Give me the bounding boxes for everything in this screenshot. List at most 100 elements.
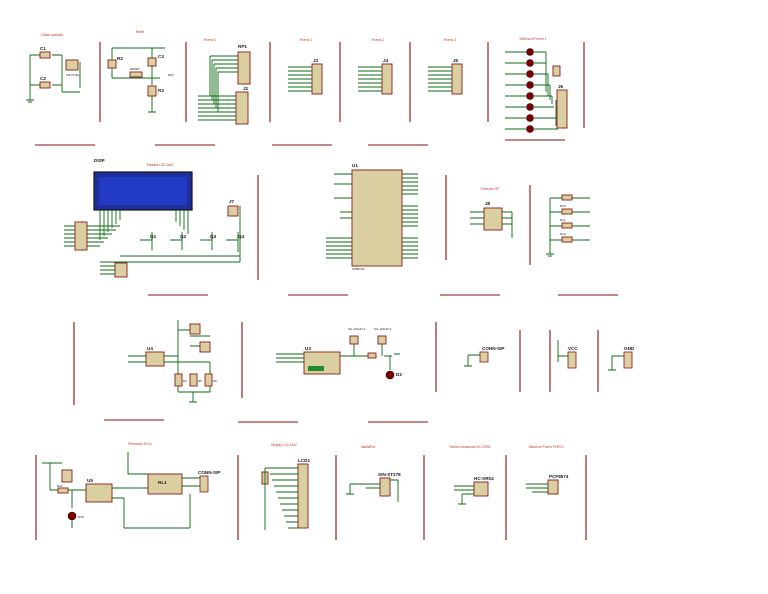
relay-driver xyxy=(85,483,113,503)
lcd-module: Pantalla LCD 16x2 DISP J7 Q1 Q2 Q3 Q4 xyxy=(64,158,245,278)
transistor-q4-label: Q4 xyxy=(238,234,245,239)
display7-ref-label: LCD1 xyxy=(298,458,310,463)
relay-led-label: D18 xyxy=(78,515,84,519)
relay-r-label: R22 xyxy=(57,484,63,488)
port1-connector xyxy=(311,63,323,95)
power-pins-module: CONN-SIP VCC GND xyxy=(464,340,635,371)
port3-connector xyxy=(451,63,463,95)
sonar-ref-label: HC-SR04 xyxy=(474,476,494,481)
reset-c3-label: C3 xyxy=(158,54,164,59)
port1-conn-label: J3 xyxy=(313,58,319,63)
leds-conn-label: J6 xyxy=(558,84,564,89)
capacitor-c2 xyxy=(39,81,51,89)
mcu-part-label: AT89C52 xyxy=(352,267,365,271)
lcd-j7-label: J7 xyxy=(229,199,235,204)
supply-ref-label: U4 xyxy=(147,346,153,351)
display-module: Display LCD 16x2 LCD1 xyxy=(261,443,310,530)
port0-connector xyxy=(235,91,249,125)
resistor-r4 xyxy=(174,373,183,387)
serial-module: Salida/Drv SIN-ST278 xyxy=(346,445,401,502)
port1-module: Puerto 1 J3 xyxy=(288,38,323,95)
port0-conn-label: J2 xyxy=(243,86,249,91)
crystal-component xyxy=(65,59,79,71)
port3-conn-label: J5 xyxy=(453,58,459,63)
mcu-module: U1 AT89C52 xyxy=(326,163,418,271)
port3-title: Puerto 3 xyxy=(444,38,456,42)
output-ref-label: PCF8574 xyxy=(549,474,569,479)
button-r12-label: R12 xyxy=(560,232,566,236)
port0-title: Puerto 0 xyxy=(204,38,216,42)
relay-resistor xyxy=(57,487,69,494)
capacitor-c1 xyxy=(39,51,51,59)
port2-title: Puerto 2 xyxy=(372,38,384,42)
isp-header-connector xyxy=(483,207,503,231)
transistor-q3-label: Q3 xyxy=(210,234,217,239)
lcd-ref-label: DISP xyxy=(94,158,105,163)
output-connector xyxy=(547,479,559,495)
resistor-r2 xyxy=(107,59,117,69)
vcc-label: VCC xyxy=(568,346,578,351)
port2-conn-label: J4 xyxy=(383,58,389,63)
reset-rst-label: RST xyxy=(168,73,174,77)
buttons-module: R10 R11 R12 xyxy=(546,194,590,257)
serial-connector xyxy=(379,477,391,497)
port1-title: Puerto 1 xyxy=(300,38,312,42)
resistor-r3 xyxy=(147,85,157,97)
relay-rl-label: RL1 xyxy=(158,480,167,485)
port0-rp1-label: RP1 xyxy=(238,44,247,49)
oscillator-c1-label: C1 xyxy=(40,46,46,51)
relay-conn-label: CONN-SIP xyxy=(198,470,220,475)
led-bar-module: Millions al Puerto 1 J6 xyxy=(505,37,568,133)
sonar-module: Sensor ultrasónico HC-SR04 HC-SR04 xyxy=(450,445,494,505)
capacitor-c3 xyxy=(147,57,157,67)
lcd-title: Pantalla LCD 16x2 xyxy=(147,163,174,167)
header-ref-label: J8 xyxy=(485,201,491,206)
leds-title: Millions al Puerto 1 xyxy=(520,37,547,41)
serial-ref-label: SIN-ST278 xyxy=(378,472,401,477)
output-module: Salida de Puerto PORT4 PCF8574 xyxy=(526,445,569,495)
sensor-label-2: SIL-100-02 3 xyxy=(374,327,392,331)
reset-module: Reset R2 C3 RESET R3 RST xyxy=(107,30,174,113)
resistor-pack-rp1 xyxy=(237,51,251,85)
port2-connector xyxy=(381,63,393,95)
sensor-ref-label: U3 xyxy=(305,346,311,351)
gnd-label: GND xyxy=(624,346,635,351)
oscillator-crystal-label: CRYSTAL xyxy=(66,73,80,77)
power-conn-label: CONN-SIP xyxy=(482,346,504,351)
port2-module: Puerto 2 J4 xyxy=(358,38,393,95)
sensor-label-1: SIL-100-02 2 xyxy=(348,327,366,331)
reset-r2-label: R2 xyxy=(117,56,123,61)
resistor-r5 xyxy=(189,373,198,387)
display7-title: Display LCD 16x2 xyxy=(271,443,297,447)
serial-title: Salida/Drv xyxy=(361,445,376,449)
oscillator-module: Cristal oscilador C1 C2 CRYSTAL xyxy=(26,33,81,103)
relay-title: Relevador 5V/1x xyxy=(128,442,152,446)
supply-r4-label: R4 xyxy=(183,379,187,383)
sensor-module: SIL-100-02 2 SIL-100-02 3 U3 D2 xyxy=(276,327,402,380)
supply-r5-label: R5 xyxy=(198,379,202,383)
port3-module: Puerto 3 J5 xyxy=(428,38,463,95)
sensor-d2-label: D2 xyxy=(396,372,402,377)
button-r10-label: R10 xyxy=(560,204,566,208)
relay-rl1 xyxy=(147,473,183,495)
power-conn-sip xyxy=(479,351,489,363)
relay-conn xyxy=(199,475,209,493)
button-r11-label: R11 xyxy=(560,218,566,222)
lcd1-connector xyxy=(297,463,309,529)
reset-title: Reset xyxy=(136,30,144,34)
transistor-q1-label: Q1 xyxy=(150,234,157,239)
vcc-connector xyxy=(567,351,577,369)
lcd-j7-connector xyxy=(227,205,239,217)
mcu-ref-label: U1 xyxy=(352,163,358,168)
supply-module: U4 R4 R5 R6 xyxy=(128,320,217,403)
resistor-r6 xyxy=(204,373,213,387)
output-title: Salida de Puerto PORT4 xyxy=(528,445,563,449)
transistor-q2-label: Q2 xyxy=(180,234,187,239)
port0-module: Puerto 0 RP1 J2 xyxy=(198,38,251,125)
reset-r3-label: R3 xyxy=(158,88,164,93)
oscillator-c2-label: C2 xyxy=(40,76,46,81)
supply-regulator xyxy=(145,351,165,367)
mcu-chip xyxy=(351,169,403,267)
relay-module: Relevador 5V/1x U5 RL1 R22 D18 CONN-SIP xyxy=(42,442,220,529)
